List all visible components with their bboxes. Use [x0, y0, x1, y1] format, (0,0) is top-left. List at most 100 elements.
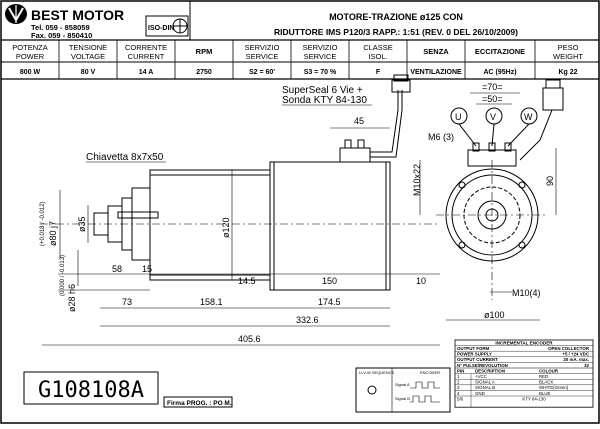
spec-sublabel-1: VOLTAGE — [71, 52, 105, 61]
spec-sublabel-5: SERVICE — [304, 52, 337, 61]
dim-50: =50= — [482, 94, 503, 104]
spec-label-2: CORRENTE — [125, 43, 167, 52]
encoder-spec-label: OUTPUT CURRENT — [457, 357, 498, 362]
phase-w-label: W — [524, 112, 533, 122]
svg-text:ENCODER: ENCODER — [420, 370, 440, 375]
dim-shaft-80-tol: (+0.018 / -0.012) — [40, 201, 46, 246]
spec-value-0: 800 W — [20, 69, 41, 76]
spec-sublabel-9: WEIGHT — [553, 52, 583, 61]
encoder-pin-header: DESCRIPTION — [475, 368, 505, 373]
encoder-pin-colour: BLACK — [539, 380, 553, 385]
encoder-spec-label: OUTPUT FORM — [457, 346, 490, 351]
spec-sublabel-4: SERVICE — [246, 52, 279, 61]
encoder-pin-header: PIN — [457, 368, 464, 373]
dim-shaft-80: ø80 j7 — [48, 221, 58, 246]
company-name: BEST MOTOR — [31, 7, 124, 23]
dim-120: ø120 — [221, 217, 231, 238]
encoder-pin-number: 3 — [457, 385, 460, 390]
encoder-spec-value: +5 / +24 VDC — [562, 352, 589, 357]
dim-70: =70= — [482, 82, 503, 92]
motor-side-view — [40, 74, 440, 291]
title-line-1: MOTORE-TRAZIONE ø125 CON — [329, 12, 463, 22]
encoder-title: INCREMENTAL ENCODER — [495, 341, 553, 346]
spec-label-1: TENSIONE — [69, 43, 107, 52]
encoder-spec-label: N° PULSE/REVOLUTION — [457, 363, 508, 368]
encoder-pin-description: KTY 84-130 — [522, 396, 546, 401]
spec-label-8: ECCITAZIONE — [475, 47, 525, 56]
signal-sequence-box: U-V-W SEQUENCE ENCODER Signal A Signal B — [355, 367, 451, 413]
spec-sublabel-6: ISOL. — [368, 52, 387, 61]
dim-shaft-28: ø28 h6 — [67, 284, 77, 312]
encoder-pin-description: +VCC — [475, 374, 487, 379]
company-logo — [5, 4, 27, 24]
svg-text:Signal A: Signal A — [395, 382, 410, 387]
encoder-pin-number: 1 — [457, 374, 460, 379]
dim-150: 150 — [322, 276, 337, 286]
company-tel: Tel. 059 - 858059 — [31, 23, 90, 32]
iso-din-badge: ISO-DIN — [145, 15, 189, 37]
dim-332-6: 332.6 — [296, 315, 319, 325]
spec-value-8: AC (95Hz) — [483, 69, 516, 76]
dim-shaft-28-tol: (0.000 / -0.013) — [60, 255, 66, 296]
phase-u-label: U — [455, 112, 462, 122]
motor-front-view — [436, 79, 564, 300]
spec-label-6: CLASSE — [363, 43, 393, 52]
drawing-labels: SuperSeal 6 Vie + Sonda KTY 84-130 Chiav… — [40, 82, 555, 344]
spec-label-9: PESO — [558, 43, 579, 52]
encoder-spec-value: 20 mA. max. — [563, 357, 589, 362]
spec-value-1: 80 V — [81, 69, 96, 76]
spec-value-7: VENTILAZIONE — [410, 69, 462, 76]
dim-15: 15 — [142, 264, 152, 274]
encoder-pin-description: SIGNAL A — [475, 380, 495, 385]
dim-174-5: 174.5 — [318, 297, 341, 307]
spec-value-9: Kg 22 — [558, 69, 577, 76]
spec-sublabel-0: POWER — [16, 52, 45, 61]
encoder-pin-colour: BLUE — [539, 391, 551, 396]
company-fax: Fax. 059 - 850410 — [31, 31, 92, 40]
dim-14-5: 14.5 — [238, 276, 256, 286]
firma-prog: Firma PROG. : PO M. — [167, 400, 232, 407]
spec-value-6: F — [376, 69, 381, 76]
encoder-pin-colour: RED — [539, 374, 548, 379]
dim-405-6: 405.6 — [238, 334, 261, 344]
encoder-pin-description: GND — [475, 391, 485, 396]
dim-m10x22: M10x22 — [412, 164, 422, 196]
encoder-table: INCREMENTAL ENCODER OUTPUT FORM OPEN COLLE… — [454, 339, 594, 408]
encoder-pin-number: 5/6 — [457, 396, 464, 401]
svg-text:U-V-W SEQUENCE: U-V-W SEQUENCE — [359, 370, 395, 375]
svg-text:ISO-DIN: ISO-DIN — [148, 25, 174, 32]
encoder-pin-header: COLOUR — [539, 368, 559, 373]
spec-label-7: SENZA — [423, 47, 449, 56]
dim-58: 58 — [112, 264, 122, 274]
dimension-lines — [42, 92, 557, 346]
spec-label-5: SERVIZIO — [303, 43, 338, 52]
dim-90: 90 — [545, 176, 555, 186]
encoder-pin-number: 4 — [457, 391, 460, 396]
title-code-block: G108108A Firma PROG. : PO M. — [23, 371, 233, 408]
connector-note-1: SuperSeal 6 Vie + — [282, 85, 363, 96]
dim-100: ø100 — [484, 310, 505, 320]
key-label: Chiavetta 8x7x50 — [86, 152, 164, 163]
dim-10: 10 — [416, 276, 426, 286]
spec-value-3: 2750 — [196, 69, 212, 76]
dim-73: 73 — [122, 297, 132, 307]
connector-note-2: Sonda KTY 84-130 — [282, 95, 367, 106]
spec-label-0: POTENZA — [12, 43, 47, 52]
encoder-spec-label: POWER SUPPLY — [457, 352, 492, 357]
encoder-spec-value: OPEN COLLECTOR — [548, 346, 590, 351]
header-block: BEST MOTOR Tel. 059 - 858059 Fax. 059 - … — [1, 1, 599, 80]
svg-text:Signal B: Signal B — [395, 396, 410, 401]
dim-m6: M6 (3) — [428, 132, 454, 142]
dim-m10-4: M10(4) — [512, 288, 541, 298]
spec-value-4: S2 = 60' — [249, 69, 275, 76]
dim-45: 45 — [354, 116, 364, 126]
encoder-pin-colour: WHITE(Green) — [539, 385, 569, 390]
spec-value-2: 14 A — [139, 69, 154, 76]
encoder-pin-number: 2 — [457, 380, 460, 385]
spec-sublabel-2: CURRENT — [128, 52, 165, 61]
encoder-pin-description: SIGNAL B — [475, 385, 495, 390]
encoder-spec-value: 32 — [584, 363, 589, 368]
title-line-2: RIDUTTORE IMS P120/3 RAPP.: 1:51 (REV. 0… — [274, 27, 518, 37]
